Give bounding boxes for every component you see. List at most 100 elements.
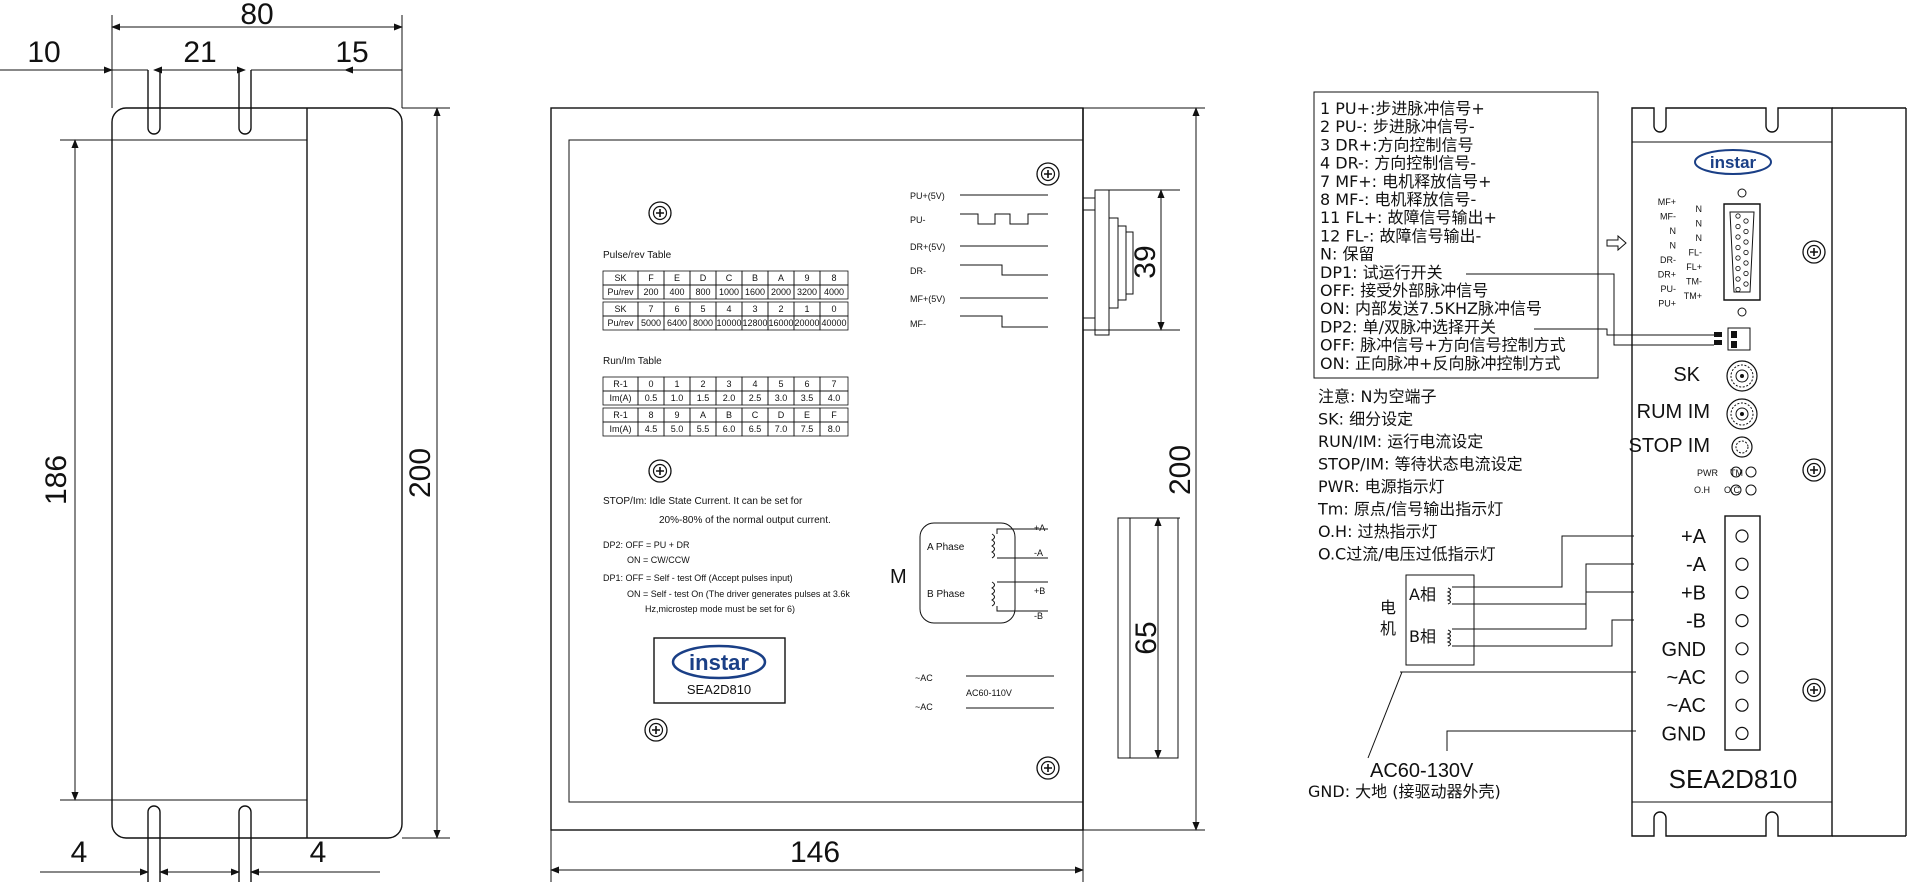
db15-right-label: TM-: [1686, 277, 1702, 287]
db15-pin: [1735, 286, 1741, 293]
run-table-cell: 2.0: [723, 393, 736, 403]
terminal-screw[interactable]: [1735, 642, 1749, 656]
dip-switch[interactable]: [1727, 327, 1751, 351]
signal-pu-minus: PU-: [910, 215, 926, 225]
oc-led: [1745, 484, 1757, 496]
panel-oc: O.C: [1724, 485, 1741, 495]
terminal-label: +B: [1681, 582, 1706, 604]
dim-4-right: 4: [310, 836, 327, 869]
terminal-screw[interactable]: [1735, 698, 1749, 712]
db15-pin: [1735, 213, 1741, 219]
terminal-label: -A: [1686, 554, 1707, 576]
motor-a-cn: A相: [1409, 585, 1436, 604]
pulse-table-cell: 4: [726, 304, 731, 314]
run-table-cell: E: [804, 410, 810, 420]
dim-21: 21: [183, 36, 216, 69]
legend-line: OFF: 接受外部脉冲信号: [1320, 281, 1488, 300]
motor-m-label: M: [890, 566, 907, 588]
dim-width-80: 80: [240, 0, 273, 31]
run-table-cell: 5.5: [697, 424, 710, 434]
motor-cn-1: 电: [1380, 598, 1396, 617]
rum-knob[interactable]: [1726, 398, 1758, 430]
side-view: 80 10 21 15 186 200 4 4: [0, 0, 450, 882]
db15-pin: [1743, 228, 1749, 235]
pulse-table-cell: 9: [804, 273, 809, 283]
signal-mf-minus: MF-: [910, 319, 926, 329]
pulse-table-cell: 2: [778, 304, 783, 314]
legend-line: 1 PU+:步进脉冲信号+: [1320, 99, 1485, 118]
run-table-cell: 4.5: [645, 424, 658, 434]
terminal-screw[interactable]: [1735, 557, 1749, 571]
pulse-table-cell: 400: [669, 287, 684, 297]
pulse-table-cell: 3: [752, 304, 757, 314]
db15-right-label: N: [1696, 233, 1703, 243]
db15-left-label: PU-: [1661, 284, 1677, 294]
brand-logo: instar: [689, 650, 749, 675]
db15-right-label: N: [1696, 219, 1703, 229]
legend-line: ON: 内部发送7.5KHZ脉冲信号: [1320, 299, 1542, 318]
run-table-cell: 3: [726, 379, 731, 389]
db15-pin: [1743, 270, 1749, 277]
legend-line: OFF: 脉冲信号+方向信号控制方式: [1320, 336, 1566, 355]
pulse-table-cell: 20000: [794, 318, 819, 328]
db15-right-label: TM+: [1684, 291, 1702, 301]
run-table-cell: 0: [648, 379, 653, 389]
sk-knob[interactable]: [1726, 360, 1758, 392]
stop-knob[interactable]: [1731, 436, 1753, 458]
panel-oh: O.H: [1694, 485, 1710, 495]
brand-model: SEA2D810: [687, 682, 751, 697]
motor-b-phase: B Phase: [927, 589, 965, 600]
run-table-cell: 7.0: [775, 424, 788, 434]
legend-line: 3 DR+:方向控制信号: [1320, 135, 1474, 154]
note-line: STOP/IM: 等待状态电流设定: [1318, 455, 1523, 474]
pulse-table-cell: A: [778, 273, 784, 283]
signal-dr-plus: DR+(5V): [910, 242, 945, 252]
dim-146: 146: [790, 836, 840, 869]
pulse-table-cell: 10000: [716, 318, 741, 328]
pulse-table-cell: 7: [648, 304, 653, 314]
legend-line: ON: 正向脉冲+反向脉冲控制方式: [1320, 354, 1560, 373]
legend-line: 12 FL-: 故障信号输出-: [1320, 226, 1481, 245]
pulse-table-cell: SK: [614, 304, 626, 314]
dp1-note-b: ON = Self - test On (The driver generate…: [627, 589, 850, 599]
pulse-table-cell: 800: [695, 287, 710, 297]
db15-pin: [1735, 223, 1741, 230]
run-table-cell: 4.0: [828, 393, 841, 403]
motor-cn-2: 机: [1380, 619, 1396, 638]
terminal-screw[interactable]: [1735, 585, 1749, 600]
dim-200-side: 200: [404, 448, 437, 498]
motor-plus-b: +B: [1034, 586, 1045, 596]
terminal-screw[interactable]: [1735, 670, 1749, 684]
note-line: O.H: 过热指示灯: [1318, 522, 1438, 541]
terminal-screw[interactable]: [1735, 613, 1749, 628]
run-table-cell: 3.5: [801, 393, 814, 403]
stop-note-1: STOP/Im: Idle State Current. It can be s…: [603, 496, 803, 507]
run-table-cell: Im(A): [610, 393, 632, 403]
stop-note-2: 20%-80% of the normal output current.: [659, 515, 831, 526]
terminal-screw[interactable]: [1735, 529, 1749, 543]
run-table-cell: R-1: [613, 410, 628, 420]
db15-left-label: MF+: [1658, 197, 1676, 207]
db15-pin: [1743, 239, 1749, 245]
ac-label-2: ~AC: [915, 702, 933, 712]
motor-a-phase: A Phase: [927, 542, 965, 553]
pulse-table-cell: 8000: [693, 318, 713, 328]
db15-left-label: DR-: [1660, 255, 1676, 265]
db15-pin: [1743, 249, 1749, 256]
db15-pin: [1735, 265, 1741, 272]
dp2-note-a: DP2: OFF = PU + DR: [603, 540, 690, 550]
pulse-table-cell: Pu/rev: [607, 287, 634, 297]
terminal-label: +A: [1681, 526, 1707, 548]
legend-line: 7 MF+: 电机释放信号+: [1320, 172, 1492, 191]
dim-15: 15: [335, 36, 368, 69]
run-table-cell: F: [831, 410, 837, 420]
pulse-table-cell: Pu/rev: [607, 318, 634, 328]
terminal-screw[interactable]: [1735, 726, 1749, 741]
pulse-table-cell: 5000: [641, 318, 661, 328]
pulse-table-cell: 6400: [667, 318, 687, 328]
terminal-label: GND: [1662, 723, 1706, 745]
run-table-cell: B: [726, 410, 732, 420]
legend-box: [1313, 91, 1599, 379]
